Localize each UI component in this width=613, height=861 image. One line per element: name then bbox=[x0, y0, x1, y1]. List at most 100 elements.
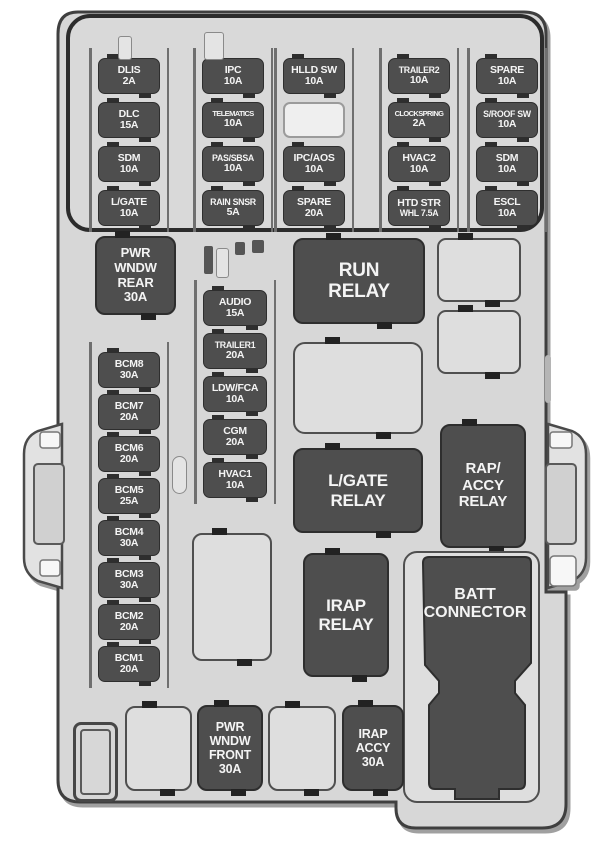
label-line: 10A bbox=[409, 74, 429, 87]
label-line: PAS/SBSA bbox=[212, 152, 254, 163]
label-line: IPC/AOS bbox=[293, 151, 335, 164]
label-line: DLIS bbox=[117, 63, 141, 76]
right-tab-slot-top bbox=[549, 431, 573, 449]
label-line: BCM4 bbox=[114, 525, 144, 538]
label-line: FRONT bbox=[208, 748, 252, 762]
label-line: RELAY bbox=[328, 281, 390, 302]
connector-slot bbox=[204, 246, 213, 274]
label-line: ESCL bbox=[493, 195, 521, 208]
left-tab-clip bbox=[33, 463, 65, 545]
label-line: IRAP bbox=[358, 727, 388, 741]
label-line: BCM5 bbox=[114, 483, 144, 496]
right-tab-clip bbox=[545, 463, 577, 545]
label-line: BCM8 bbox=[114, 357, 144, 370]
empty-center-slot bbox=[192, 528, 272, 666]
label-line: CONNECTOR bbox=[423, 604, 527, 621]
label-line: IPC bbox=[224, 63, 242, 76]
label-line: TRAILER1 bbox=[214, 339, 256, 350]
label-line: 10A bbox=[497, 118, 517, 131]
label-line: 10A bbox=[497, 163, 517, 175]
label-line: 15A bbox=[119, 119, 139, 131]
label-line: RELAY bbox=[330, 490, 386, 510]
empty-relay-slot-1 bbox=[437, 233, 521, 307]
label-line: 20A bbox=[119, 621, 139, 633]
label-line: 20A bbox=[304, 207, 324, 219]
label-line: 10A bbox=[223, 162, 243, 175]
label-line: TRAILER2 bbox=[398, 64, 440, 75]
label-line: RAP/ bbox=[465, 459, 501, 477]
empty-relay-slot-2 bbox=[437, 305, 521, 379]
label-line: BCM1 bbox=[114, 651, 144, 664]
label-line: 20A bbox=[119, 453, 139, 465]
connector-slot bbox=[216, 248, 229, 278]
label-line: 10A bbox=[497, 207, 517, 219]
left-tab-slot-bottom bbox=[39, 559, 61, 577]
label-line: L/GATE bbox=[328, 471, 388, 491]
label-line: BCM2 bbox=[114, 609, 144, 622]
label-line: 10A bbox=[223, 117, 243, 130]
label-line: SDM bbox=[495, 151, 519, 164]
bottom-left-connector-slot bbox=[73, 722, 118, 802]
label-line: 2A bbox=[412, 117, 426, 130]
label-line: 25A bbox=[119, 495, 139, 507]
label-line: 10A bbox=[304, 75, 324, 87]
label-line: 10A bbox=[409, 163, 429, 175]
label-line: PWR bbox=[215, 720, 245, 734]
label-line: BATT bbox=[454, 586, 496, 603]
label-line: 30A bbox=[119, 369, 139, 381]
connector-slot bbox=[118, 36, 132, 60]
label-line: 20A bbox=[119, 663, 139, 675]
label-line: WNDW bbox=[114, 259, 157, 275]
batt-connector-shape bbox=[421, 556, 532, 800]
label-line: L/GATE bbox=[111, 195, 147, 208]
label-line: WHL 7.5A bbox=[399, 207, 439, 218]
connector-slot bbox=[204, 32, 224, 60]
label-line: RELAY bbox=[318, 615, 374, 634]
label-line: 30A bbox=[123, 289, 148, 305]
label-line: REAR bbox=[117, 274, 154, 290]
label-line: 30A bbox=[119, 579, 139, 591]
label-line: 5A bbox=[226, 206, 240, 219]
label-line: SDM bbox=[117, 151, 141, 164]
label-line: 15A bbox=[225, 307, 245, 319]
label-line: RELAY bbox=[458, 493, 508, 511]
label-line: 30A bbox=[361, 755, 385, 769]
connector-slot bbox=[235, 242, 245, 255]
label-line: 30A bbox=[218, 762, 242, 776]
label-line: AUDIO bbox=[218, 295, 252, 308]
label-line: DLC bbox=[118, 107, 140, 120]
label-line: 20A bbox=[119, 411, 139, 423]
